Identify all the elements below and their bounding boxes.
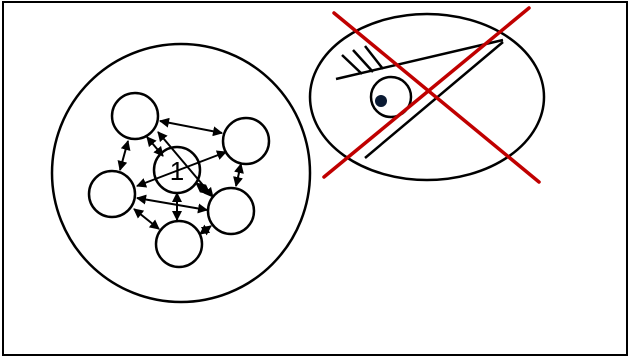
double-arrow-icon [134, 209, 159, 229]
double-arrow-icon [160, 121, 222, 133]
double-arrow-icon [137, 198, 207, 210]
network-node [223, 118, 269, 164]
network-node [112, 93, 158, 139]
double-arrow-icon [200, 226, 211, 234]
double-arrow-icon [158, 132, 213, 197]
center-node-label: 1 [170, 156, 184, 186]
double-arrow-icon [120, 141, 128, 170]
network-node [156, 221, 202, 267]
eye-pupil [375, 95, 387, 107]
cross-out-icon [324, 8, 539, 182]
double-arrow-icon [236, 164, 241, 186]
observer-panel [310, 8, 544, 182]
network-node [89, 171, 135, 217]
network-panel: 1 [52, 44, 310, 302]
network-node [208, 188, 254, 234]
cross-out-line [324, 8, 529, 177]
